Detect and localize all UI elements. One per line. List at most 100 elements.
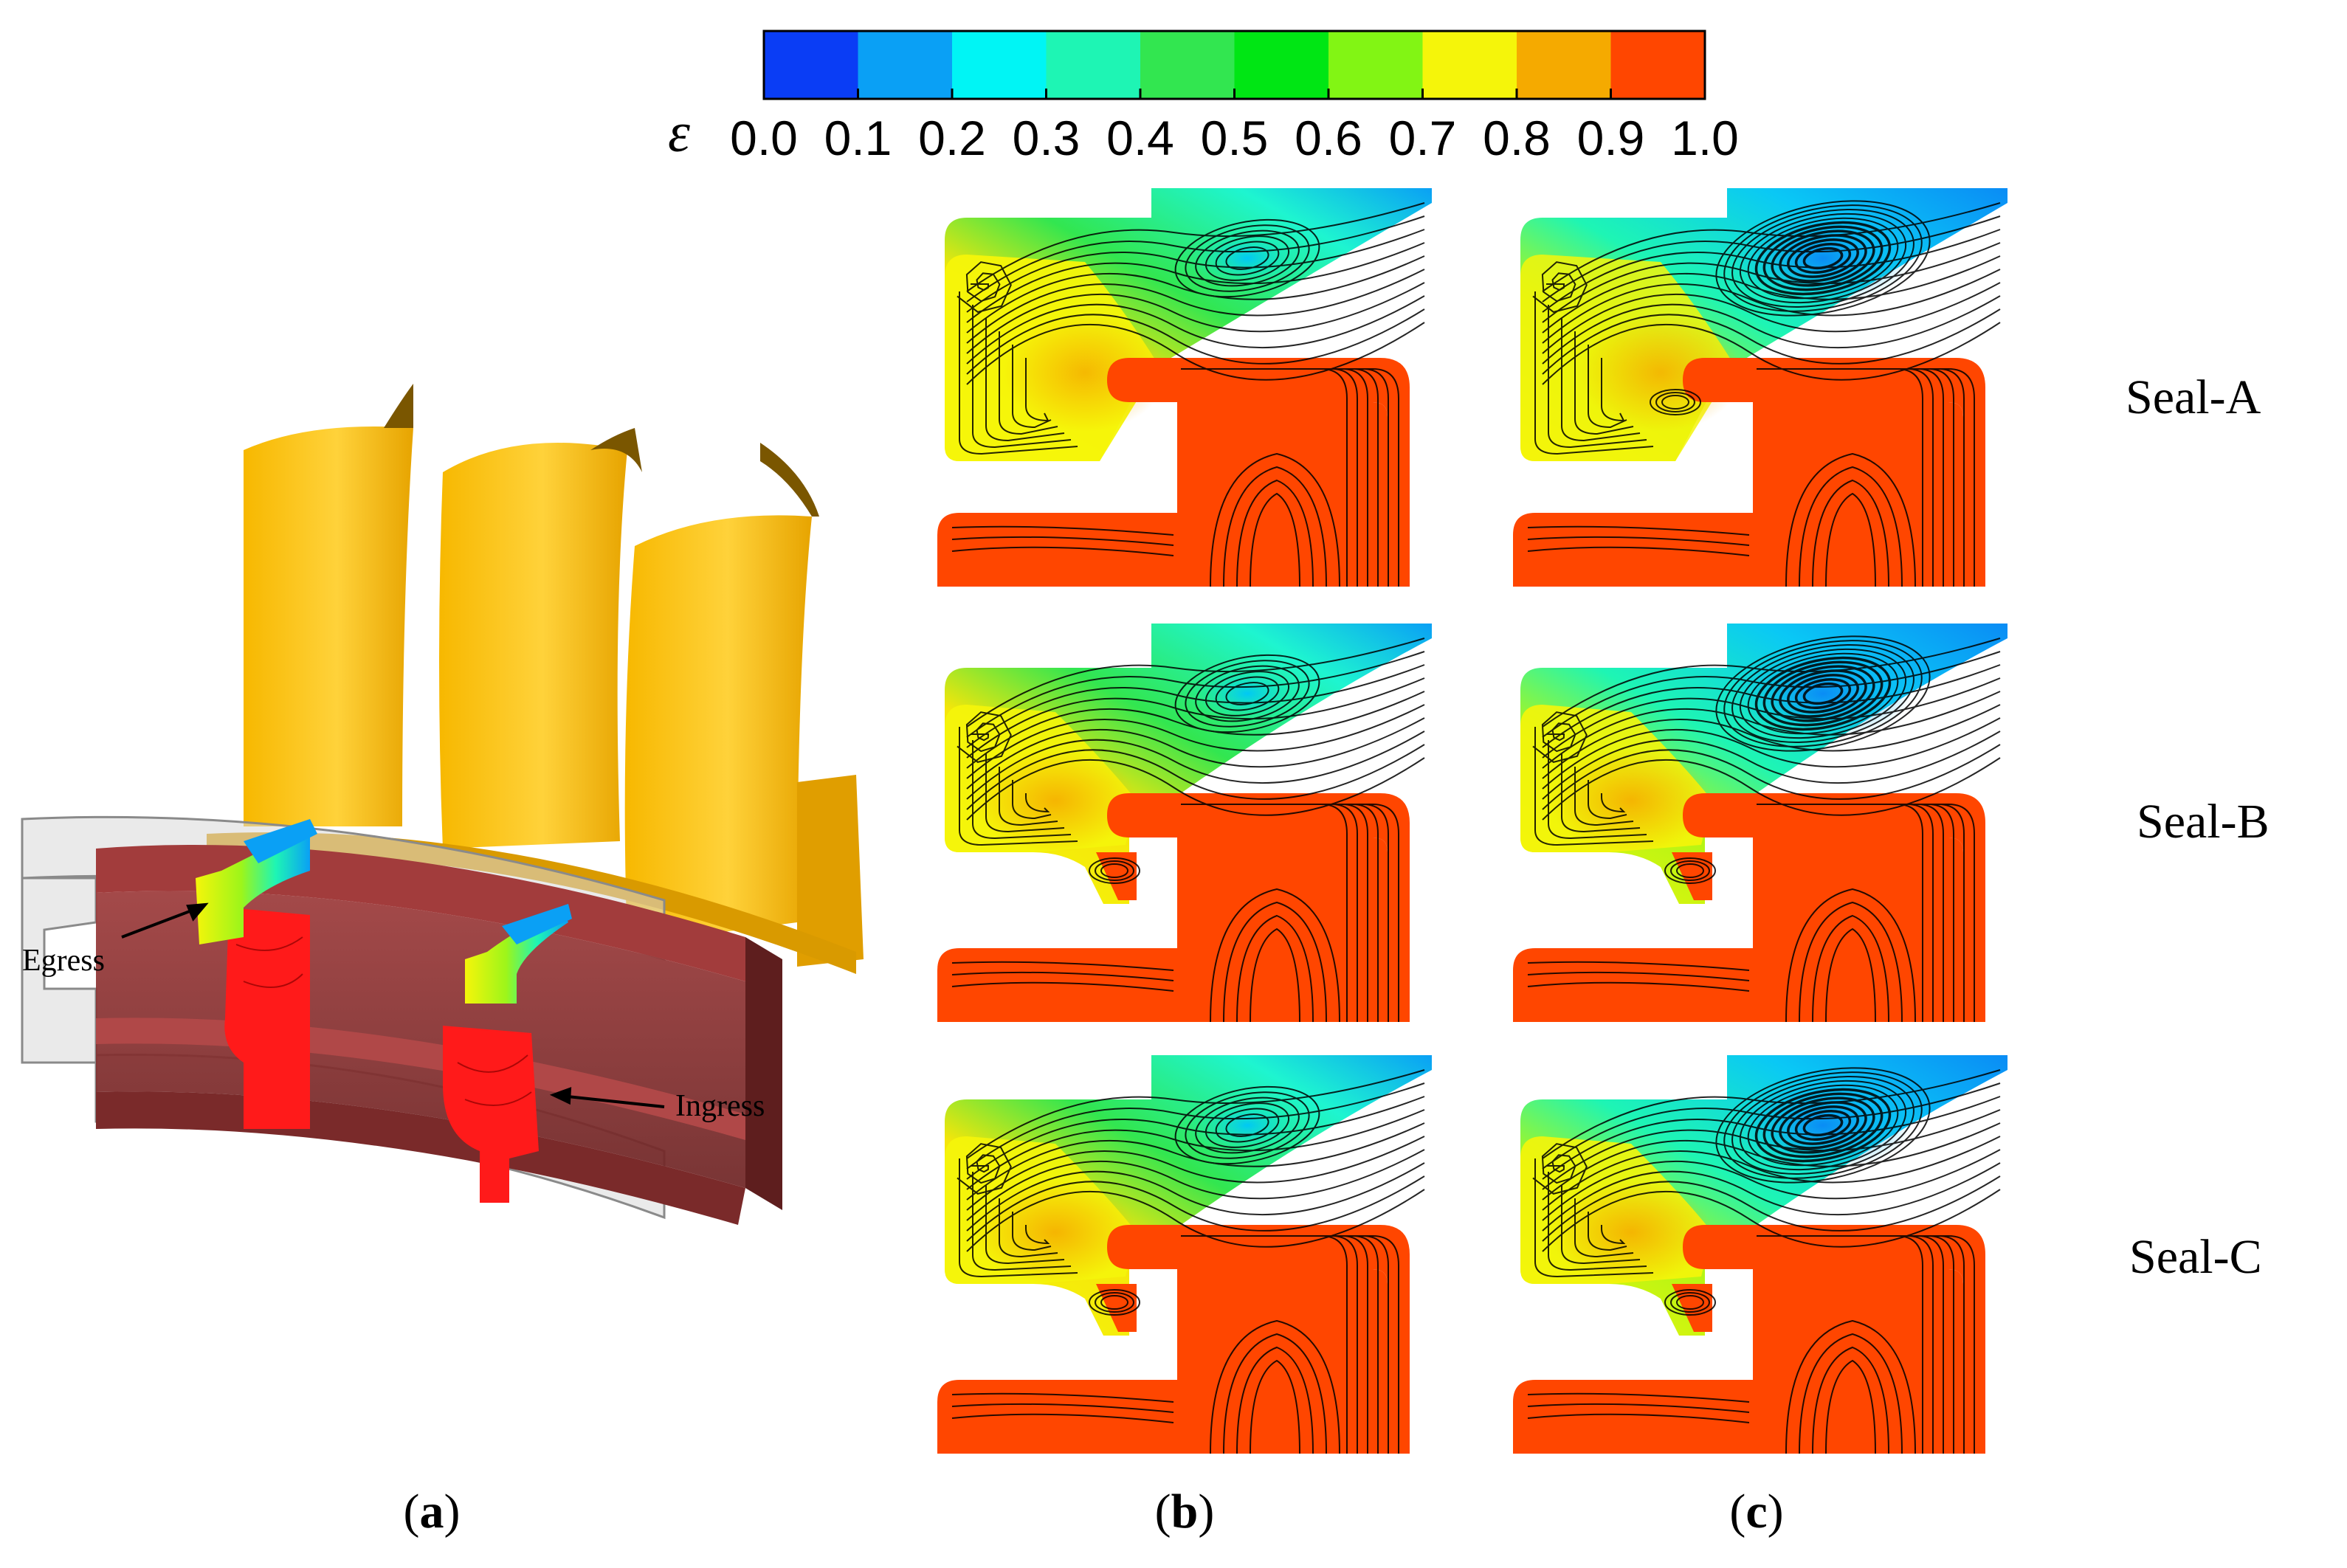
streamline bbox=[1588, 1212, 1627, 1251]
cfd-cell-b-A bbox=[937, 188, 1432, 587]
colorbar-segment bbox=[1610, 31, 1706, 99]
streamline bbox=[1542, 308, 2001, 375]
streamline bbox=[1779, 234, 1867, 283]
streamline bbox=[985, 753, 1065, 833]
cfd-orange-halo bbox=[1004, 314, 1166, 432]
cfd-main-vortex bbox=[1188, 229, 1306, 288]
streamline bbox=[966, 1122, 1425, 1201]
streamline bbox=[999, 331, 1058, 435]
streamline bbox=[1808, 368, 1923, 587]
streamline bbox=[1202, 804, 1379, 1022]
colorbar-tick-label: 0.2 bbox=[918, 111, 986, 165]
streamline bbox=[1542, 757, 2001, 821]
cfd-orange-halo bbox=[1550, 1181, 1712, 1284]
streamline bbox=[966, 677, 1425, 759]
streamline bbox=[1794, 1110, 1852, 1141]
streamline bbox=[1534, 727, 1654, 846]
streamline bbox=[1664, 1289, 1716, 1316]
streamline bbox=[1542, 215, 2001, 303]
streamline bbox=[959, 727, 1078, 846]
colorbar-segment bbox=[1046, 31, 1141, 99]
streamline bbox=[966, 1189, 1425, 1252]
streamline bbox=[1527, 525, 1750, 536]
cfd-cell-b-B bbox=[937, 624, 1432, 1023]
streamline bbox=[1542, 1096, 2001, 1180]
cfd-solid-stator bbox=[937, 480, 1151, 513]
streamline bbox=[1777, 1235, 1954, 1454]
streamline bbox=[1731, 644, 1915, 743]
streamline bbox=[1542, 664, 2001, 748]
colorbar-tick-label: 0.5 bbox=[1201, 111, 1269, 165]
streamline bbox=[1527, 1403, 1750, 1413]
streamline bbox=[1527, 1413, 1750, 1423]
streamline bbox=[1670, 1292, 1710, 1313]
streamline bbox=[1757, 1235, 1975, 1454]
streamline bbox=[1191, 804, 1389, 1022]
streamline bbox=[1181, 804, 1399, 1022]
cfd-seal-tooth bbox=[1672, 1284, 1712, 1332]
streamline bbox=[1548, 305, 1647, 449]
streamline bbox=[1223, 901, 1327, 1023]
streamline bbox=[1204, 1102, 1290, 1148]
streamline-spiral bbox=[957, 711, 1012, 763]
streamline bbox=[966, 717, 1425, 790]
cfd-solid-stator bbox=[1513, 1347, 1727, 1380]
streamline bbox=[972, 740, 1072, 840]
streamline bbox=[966, 757, 1425, 821]
streamline bbox=[1548, 740, 1647, 840]
streamline bbox=[1788, 1235, 1944, 1454]
streamline bbox=[1212, 804, 1368, 1022]
panel-label-c: (c) bbox=[1729, 1485, 1783, 1538]
streamline bbox=[1808, 804, 1923, 1022]
panel-label-a: (a) bbox=[404, 1485, 461, 1538]
colorbar-tick-label: 1.0 bbox=[1671, 111, 1739, 165]
streamline bbox=[1676, 863, 1704, 878]
streamline bbox=[1025, 358, 1050, 422]
colorbar-tick-label: 0.1 bbox=[824, 111, 892, 165]
colorbar-segment bbox=[952, 31, 1047, 99]
streamline bbox=[1202, 1235, 1379, 1454]
streamline bbox=[1670, 860, 1710, 881]
streamline bbox=[985, 1185, 1065, 1265]
streamline bbox=[972, 305, 1072, 449]
colorbar-tick-label: 0.3 bbox=[1013, 111, 1081, 165]
streamline bbox=[1799, 901, 1903, 1023]
streamline-spiral bbox=[1532, 261, 1588, 313]
cfd-streamlines bbox=[951, 1069, 1425, 1454]
colorbar bbox=[762, 30, 1706, 100]
streamline bbox=[1100, 863, 1128, 878]
streamline bbox=[1767, 368, 1965, 587]
streamline bbox=[951, 981, 1174, 992]
colorbar-segment bbox=[1517, 31, 1611, 99]
streamline bbox=[966, 202, 1425, 292]
ingress-label: Ingress bbox=[675, 1089, 765, 1123]
colorbar-segment bbox=[1140, 31, 1235, 99]
streamline bbox=[1236, 914, 1314, 1023]
streamline bbox=[1798, 804, 1934, 1022]
cfd-cell-c-B bbox=[1513, 624, 2007, 1023]
streamline bbox=[1210, 888, 1340, 1023]
streamline bbox=[966, 295, 1425, 365]
streamline bbox=[1181, 1235, 1399, 1454]
colorbar-tick-label: 0.8 bbox=[1483, 111, 1551, 165]
streamline bbox=[1542, 744, 2001, 810]
streamline bbox=[1731, 1076, 1915, 1175]
streamline bbox=[1089, 1289, 1140, 1316]
colorbar-tick-label: 0.7 bbox=[1389, 111, 1457, 165]
streamline bbox=[1561, 318, 1641, 442]
streamline bbox=[951, 546, 1174, 556]
cfd-red-channel bbox=[1199, 1269, 1388, 1454]
streamline bbox=[1210, 1319, 1340, 1454]
cfd-main-vortex bbox=[1188, 664, 1306, 723]
streamline bbox=[966, 229, 1425, 313]
cfd-orange-halo bbox=[1550, 749, 1712, 852]
streamline bbox=[1812, 479, 1889, 587]
streamline bbox=[1215, 241, 1280, 276]
streamline bbox=[1747, 1084, 1899, 1167]
cfd-red-channel bbox=[1775, 837, 1963, 1022]
streamline bbox=[966, 664, 1425, 748]
streamline bbox=[1542, 1162, 2001, 1232]
streamline bbox=[1095, 1292, 1134, 1313]
